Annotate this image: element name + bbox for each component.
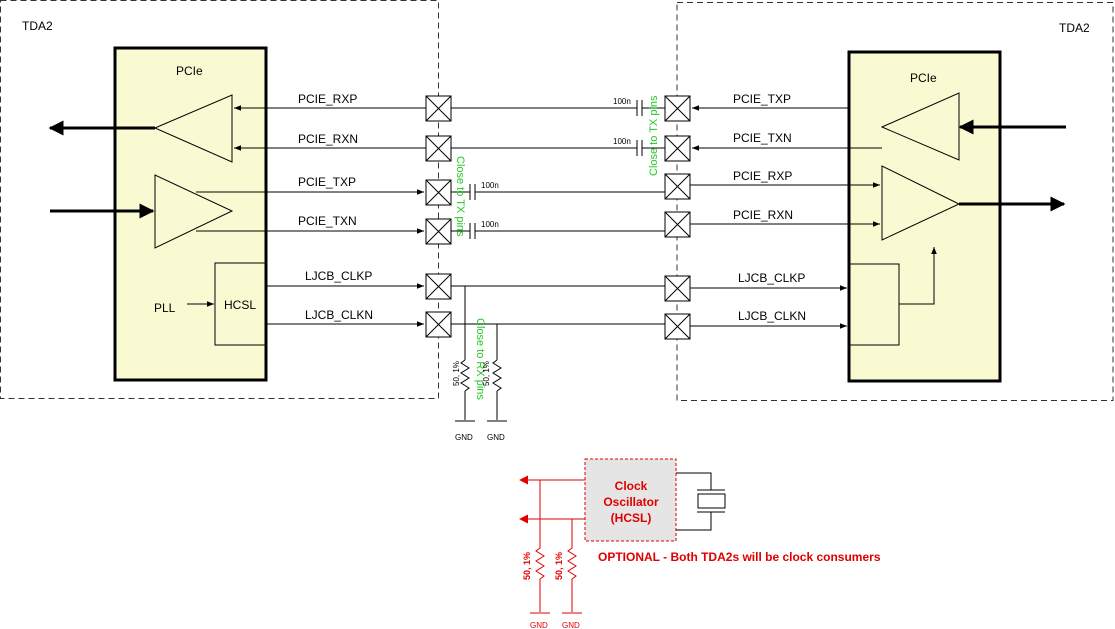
right-tx-buffer	[881, 165, 961, 241]
link-wires	[451, 107, 665, 325]
connector-pin	[664, 135, 691, 162]
left-device-boundary	[0, 0, 439, 399]
connector-pin	[425, 218, 452, 245]
oscillator-box	[584, 458, 677, 542]
right-device-name: TDA2	[1059, 21, 1090, 35]
left-signal-clkn: LJCB_CLKN	[305, 308, 373, 322]
clock-termination	[455, 286, 507, 422]
right-signal-lines	[690, 105, 882, 329]
oscillator-line2: Oscillator	[603, 495, 659, 509]
left-tx-buffer	[154, 174, 234, 249]
pll-label: PLL	[154, 301, 176, 315]
capacitor	[636, 100, 643, 116]
oscillator-line1: Clock	[615, 479, 648, 493]
connector-pin	[425, 135, 452, 162]
gnd-label: GND	[455, 433, 473, 442]
left-device-name: TDA2	[22, 19, 53, 33]
right-signal-txn: PCIE_TXN	[733, 131, 792, 145]
oscillator-resistor	[535, 547, 545, 580]
right-signal-rxn: PCIE_RXN	[733, 208, 793, 222]
connector-pin	[664, 95, 691, 122]
gnd-label: GND	[487, 433, 505, 442]
termination-r1-value: 50, 1%	[452, 361, 461, 386]
right-signal-clkp: LJCB_CLKP	[738, 271, 805, 285]
cap-value: 100n	[481, 181, 499, 190]
capacitor	[636, 140, 643, 156]
left-pcie-label: PCIe	[176, 64, 203, 78]
left-rx-buffer	[153, 94, 233, 163]
left-signal-rxn: PCIE_RXN	[298, 132, 358, 146]
cap-value: 100n	[613, 137, 631, 146]
hcsl-box	[214, 262, 267, 346]
left-signal-rxp: PCIE_RXP	[298, 92, 357, 106]
right-pcie-block	[847, 50, 1002, 383]
termination-resistor	[492, 359, 502, 392]
connector-pin	[664, 173, 691, 200]
oscillator-gnd-label: GND	[562, 621, 580, 629]
cap-value: 100n	[613, 97, 631, 106]
right-connector-pins	[664, 95, 691, 340]
cap-value: 100n	[481, 220, 499, 229]
left-device: TDA2 PCIe HCSL PLL	[0, 0, 439, 399]
left-signal-lines	[196, 105, 426, 327]
oscillator-r1-value: 50, 1%	[522, 552, 532, 580]
termination-r2-value: 50, 1%	[482, 361, 491, 386]
connector-pin	[425, 95, 452, 122]
connector-pin	[425, 179, 452, 206]
left-signal-clkp: LJCB_CLKP	[305, 269, 372, 283]
optional-note: OPTIONAL - Both TDA2s will be clock cons…	[598, 550, 881, 564]
coupling-capacitors	[469, 100, 643, 239]
connector-pin	[425, 273, 452, 300]
crystal	[676, 472, 726, 531]
oscillator-resistor	[567, 547, 577, 580]
right-device: TDA2 PCIe	[676, 2, 1114, 401]
right-signal-clkn: LJCB_CLKN	[738, 309, 806, 323]
connector-pin	[664, 275, 691, 302]
note-close-tx-left: Close to TX pins	[454, 156, 466, 237]
left-connector-pins	[425, 95, 452, 338]
termination-resistor	[460, 359, 470, 392]
optional-oscillator: Clock Oscillator (HCSL) 50, 1% 50, 1% GN…	[519, 458, 881, 629]
note-close-tx-right: Close to TX pins	[648, 95, 660, 176]
left-pcie-block	[113, 46, 268, 382]
right-signal-txp: PCIE_TXP	[733, 92, 791, 106]
capacitor	[469, 184, 476, 200]
connector-pin	[664, 313, 691, 340]
left-signal-txn: PCIE_TXN	[298, 214, 357, 228]
connector-pin	[664, 211, 691, 238]
oscillator-r2-value: 50, 1%	[554, 552, 564, 580]
connector-pin	[425, 311, 452, 338]
right-device-boundary	[676, 2, 1114, 401]
right-pcie-label: PCIe	[910, 71, 937, 85]
note-close-rx: Close to RX pins	[474, 318, 486, 400]
left-signal-txp: PCIE_TXP	[298, 175, 356, 189]
oscillator-line3: (HCSL)	[611, 511, 652, 525]
oscillator-gnd-label: GND	[530, 621, 548, 629]
hcsl-label: HCSL	[224, 298, 256, 312]
capacitor	[469, 223, 476, 239]
right-signal-rxp: PCIE_RXP	[733, 169, 792, 183]
